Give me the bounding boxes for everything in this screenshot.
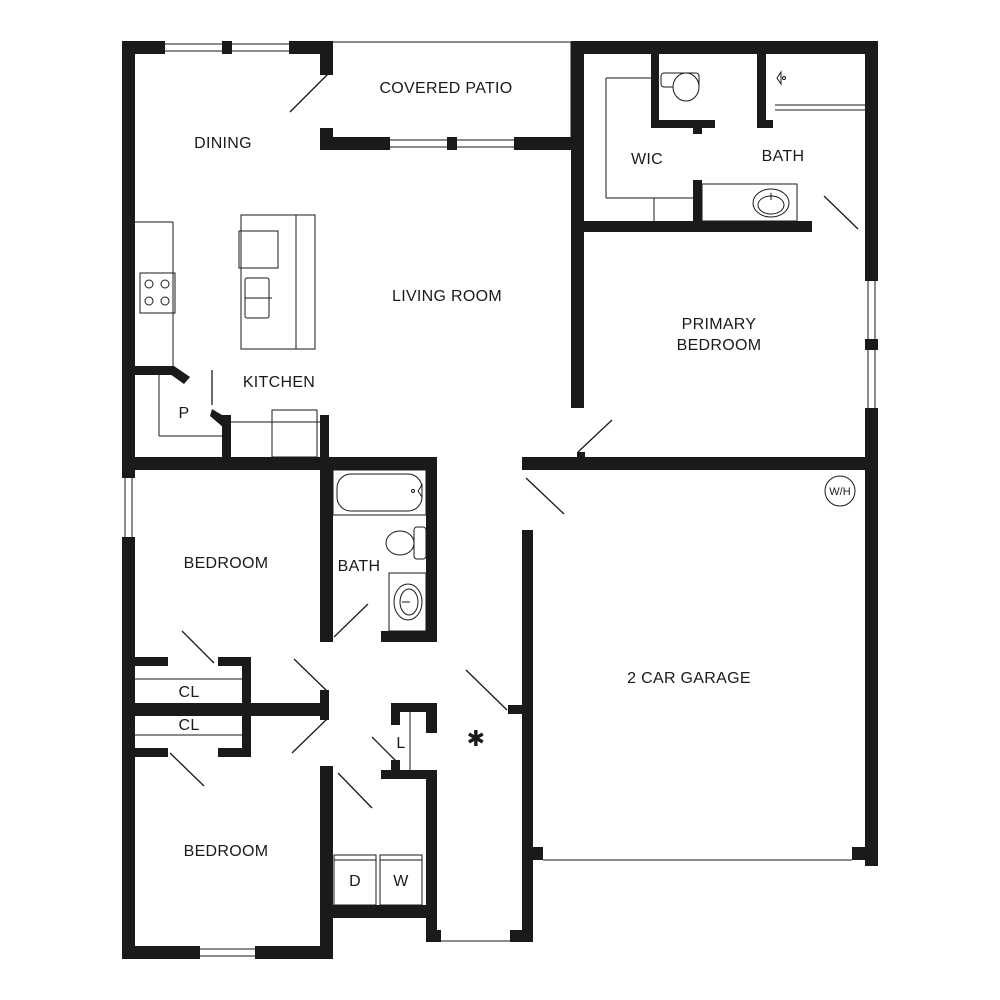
svg-text:✱: ✱ (467, 726, 486, 751)
linen-label: L (396, 735, 405, 752)
hall-sink-icon (393, 583, 423, 621)
tub-valve-icon (411, 483, 423, 499)
shower-valve-icon (776, 70, 786, 86)
kitchen-label: KITCHEN (243, 374, 315, 391)
closet-1-label: CL (178, 684, 199, 701)
primary-bedroom-label-line2: BEDROOM (677, 337, 762, 354)
primary-sink-icon (752, 188, 790, 218)
dryer-label: D (349, 873, 361, 890)
garage-label: 2 CAR GARAGE (627, 670, 751, 687)
hall-bath-label: BATH (338, 558, 381, 575)
washer-label: W (393, 873, 409, 890)
asterisk-icon: ✱ (467, 726, 486, 751)
doors (169, 73, 859, 809)
water-heater-label: W/H (829, 486, 850, 498)
windows-and-lines (124, 41, 876, 957)
room-labels: COVERED PATIO DINING LIVING ROOM KITCHEN… (178, 80, 850, 890)
primary-toilet-icon (660, 72, 700, 102)
pantry-label: P (179, 405, 190, 422)
bedroom-lower-label: BEDROOM (184, 843, 269, 860)
primary-bedroom-label-line1: PRIMARY (682, 316, 757, 333)
kitchen-island (238, 214, 316, 350)
closet-2-label: CL (178, 717, 199, 734)
water-heater-icon (824, 475, 856, 507)
primary-bath-label: BATH (762, 148, 805, 165)
wic-label: WIC (631, 151, 663, 168)
hall-toilet-icon (385, 526, 427, 560)
dining-label: DINING (194, 135, 252, 152)
covered-patio-label: COVERED PATIO (379, 80, 512, 97)
fixtures: ✱ (139, 70, 856, 751)
walls (122, 41, 878, 959)
stove-icon (139, 272, 176, 314)
bedroom-upper-label: BEDROOM (184, 555, 269, 572)
living-room-label: LIVING ROOM (392, 288, 502, 305)
